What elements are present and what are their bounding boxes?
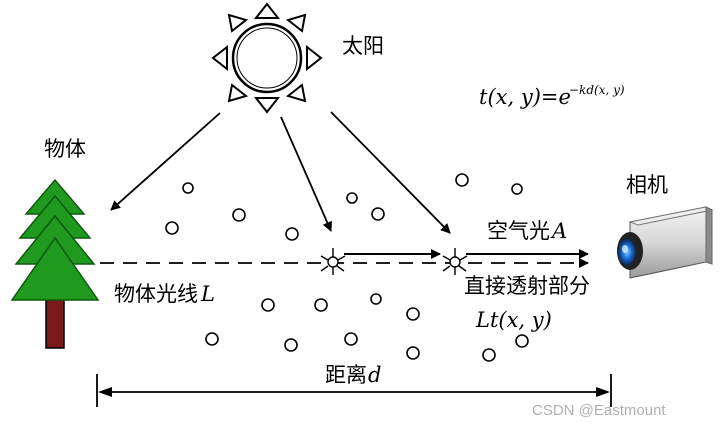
haze-particle [205, 332, 219, 346]
haze-particles [165, 173, 529, 362]
scattering-particle [442, 248, 468, 275]
airlight-label: 空气光 A [487, 219, 567, 243]
haze-particle [165, 221, 179, 235]
transmission-formula: t(x, y)=e −kd(x, y) [479, 83, 625, 109]
haze-particle [346, 192, 358, 204]
sunlight-ray-to-object [110, 112, 221, 211]
haze-particle [232, 208, 246, 222]
svg-text:空气光: 空气光 [487, 219, 550, 243]
sunlight-rays [110, 111, 451, 234]
sun-icon [211, 2, 323, 114]
object-ray-label: 物体光线 L [114, 282, 215, 306]
formula-lhs: t(x, y)=e [479, 85, 571, 109]
scattering-particle [320, 248, 346, 275]
object-label: 物体 [44, 137, 86, 161]
haze-particle [261, 298, 275, 312]
haze-particle [284, 338, 298, 352]
sunlight-ray-to-particle [280, 116, 332, 232]
tree-icon [10, 178, 100, 349]
haze-particle [370, 293, 382, 305]
haze-particle [511, 183, 523, 195]
direct-transmission-formula: Lt(x, y) [475, 308, 552, 332]
haze-particle [482, 348, 496, 362]
haze-particle [344, 332, 358, 346]
watermark: CSDN @Eastmount [532, 402, 666, 419]
svg-text:L: L [200, 282, 215, 306]
svg-text:d: d [368, 363, 381, 387]
distance-label: 距离 d [325, 363, 381, 387]
haze-particle [406, 346, 420, 360]
haze-particle [455, 173, 469, 187]
haze-particle [285, 227, 299, 241]
haze-particle [314, 298, 328, 312]
direct-transmission-label: 直接透射部分 [464, 274, 590, 298]
haze-particle [371, 207, 385, 221]
svg-text:距离: 距离 [325, 363, 367, 387]
haze-particle [515, 334, 529, 348]
sunlight-ray-to-particle-2 [330, 111, 451, 234]
svg-text:物体光线: 物体光线 [114, 282, 198, 306]
formula-exponent: −kd(x, y) [569, 83, 625, 97]
camera-label: 相机 [626, 173, 668, 197]
camera-icon [617, 206, 714, 279]
svg-text:A: A [550, 219, 567, 243]
haze-particle [406, 307, 420, 321]
distance-dimension-line [96, 374, 612, 407]
sun-label: 太阳 [342, 34, 384, 58]
haze-particle [182, 182, 194, 194]
